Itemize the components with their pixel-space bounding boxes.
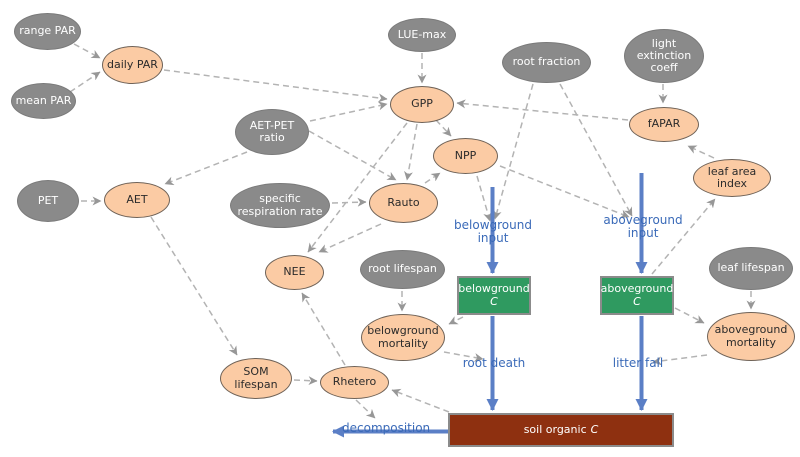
influence-aboveground-c-to-leaf-area-index bbox=[651, 198, 716, 275]
influence-daily-par-to-gpp bbox=[163, 69, 388, 103]
node-leaf-lifespan[interactable]: leaf lifespan bbox=[709, 247, 793, 290]
node-light-extinction-coeff[interactable]: light extinction coeff bbox=[624, 29, 704, 83]
node-gpp-label: GPP bbox=[411, 97, 433, 111]
node-rhetero-label: Rhetero bbox=[332, 375, 377, 389]
node-aet-pet-ratio[interactable]: AET-PET ratio bbox=[235, 109, 309, 155]
influence-arrows bbox=[69, 43, 756, 419]
node-aboveground-mortality-label: aboveground mortality bbox=[714, 323, 788, 349]
influence-belowground-mortality-to-root-death bbox=[443, 351, 484, 362]
influence-rhetero-to-decomposition bbox=[355, 399, 376, 419]
node-leaf-area-index[interactable]: leaf area index bbox=[693, 159, 771, 197]
node-leaf-lifespan-label: leaf lifespan bbox=[717, 261, 785, 275]
node-gpp[interactable]: GPP bbox=[390, 86, 454, 123]
node-rauto-label: Rauto bbox=[387, 195, 420, 209]
node-belowground-mortality[interactable]: belowground mortality bbox=[361, 314, 445, 361]
node-npp[interactable]: NPP bbox=[433, 138, 498, 174]
node-root-fraction[interactable]: root fraction bbox=[502, 42, 591, 83]
influence-gpp-to-rauto bbox=[404, 123, 418, 181]
node-pet-label: PET bbox=[37, 193, 59, 207]
node-belowground-mortality-label: belowground mortality bbox=[367, 324, 439, 350]
influence-leaf-area-index-to-fapar bbox=[687, 145, 715, 159]
influence-rauto-to-npp bbox=[424, 172, 441, 184]
influence-aboveground-mortality-to-litter-fall bbox=[652, 354, 708, 366]
node-specific-respiration-rate[interactable]: specific respiration rate bbox=[230, 183, 330, 228]
influence-som-lifespan-to-rhetero bbox=[293, 376, 318, 386]
node-pet[interactable]: PET bbox=[17, 180, 79, 222]
node-lue-max-label: LUE-max bbox=[397, 27, 447, 41]
influence-npp-to-aboveground-input bbox=[499, 165, 630, 219]
node-mean-par[interactable]: mean PAR bbox=[11, 83, 76, 119]
flux-label-root-death[interactable]: root death bbox=[455, 356, 533, 370]
node-lue-max[interactable]: LUE-max bbox=[388, 18, 456, 52]
node-light-extinction-coeff-label: light extinction coeff bbox=[636, 36, 692, 75]
flux-aboveground-input-text: aboveground input bbox=[603, 213, 683, 241]
node-aboveground-mortality[interactable]: aboveground mortality bbox=[707, 312, 795, 361]
influence-aet-pet-ratio-to-gpp bbox=[309, 101, 388, 122]
influence-aet-pet-ratio-to-aet bbox=[164, 151, 248, 186]
influence-rauto-to-nee bbox=[318, 223, 382, 253]
node-rauto[interactable]: Rauto bbox=[369, 183, 438, 223]
flux-decomposition-text: decomposition bbox=[342, 421, 431, 435]
influence-fapar-to-gpp bbox=[456, 99, 629, 121]
influence-specific-respiration-rate-to-rauto bbox=[331, 197, 367, 207]
influence-soil-organic-c-to-rhetero bbox=[391, 388, 450, 413]
node-root-lifespan[interactable]: root lifespan bbox=[360, 250, 445, 289]
node-leaf-area-index-label: leaf area index bbox=[707, 164, 757, 190]
node-aet-pet-ratio-label: AET-PET ratio bbox=[249, 118, 295, 144]
influence-aet-pet-ratio-to-rauto bbox=[308, 130, 397, 181]
node-nee[interactable]: NEE bbox=[265, 255, 324, 290]
influence-aet-to-som-lifespan bbox=[150, 216, 238, 356]
flux-label-aboveground-input[interactable]: aboveground input bbox=[602, 213, 684, 241]
influence-rhetero-to-nee bbox=[301, 292, 346, 366]
influence-range-par-to-daily-par bbox=[73, 43, 101, 59]
node-root-fraction-label: root fraction bbox=[512, 55, 581, 69]
node-aet[interactable]: AET bbox=[104, 182, 170, 218]
flux-label-decomposition[interactable]: decomposition bbox=[342, 421, 430, 435]
flow-arrows bbox=[332, 173, 648, 438]
influence-aboveground-c-to-aboveground-mortality bbox=[674, 307, 705, 324]
node-range-par-label: range PAR bbox=[19, 24, 76, 38]
node-nee-label: NEE bbox=[283, 265, 306, 279]
node-som-lifespan-label: SOM lifespan bbox=[234, 365, 278, 391]
node-fapar-label: fAPAR bbox=[647, 117, 681, 131]
node-mean-par-label: mean PAR bbox=[15, 93, 72, 107]
influence-npp-to-belowground-input bbox=[476, 175, 492, 222]
flux-label-litter-fall[interactable]: litter fall bbox=[602, 356, 674, 370]
node-rhetero[interactable]: Rhetero bbox=[320, 366, 389, 399]
flux-label-belowground-input[interactable]: belowground input bbox=[452, 218, 534, 246]
flux-belowground-input-text: belowground input bbox=[454, 218, 532, 246]
influence-root-fraction-to-aboveground-input bbox=[559, 83, 633, 217]
flux-root-death-text: root death bbox=[462, 356, 526, 370]
node-daily-par[interactable]: daily PAR bbox=[102, 46, 163, 84]
node-specific-respiration-rate-label: specific respiration rate bbox=[237, 192, 323, 218]
node-aet-label: AET bbox=[126, 192, 148, 206]
node-range-par[interactable]: range PAR bbox=[14, 13, 81, 50]
node-npp-label: NPP bbox=[454, 148, 477, 162]
influence-mean-par-to-daily-par bbox=[69, 71, 101, 93]
influence-belowground-c-to-belowground-mortality bbox=[448, 316, 464, 325]
node-fapar[interactable]: fAPAR bbox=[629, 107, 699, 142]
influence-gpp-to-npp bbox=[435, 119, 452, 137]
influence-root-fraction-to-belowground-input bbox=[492, 83, 534, 220]
node-som-lifespan[interactable]: SOM lifespan bbox=[220, 358, 292, 399]
node-daily-par-label: daily PAR bbox=[107, 57, 158, 71]
flux-litter-fall-text: litter fall bbox=[612, 356, 664, 370]
node-root-lifespan-label: root lifespan bbox=[368, 262, 437, 276]
influence-gpp-to-nee bbox=[307, 122, 408, 253]
